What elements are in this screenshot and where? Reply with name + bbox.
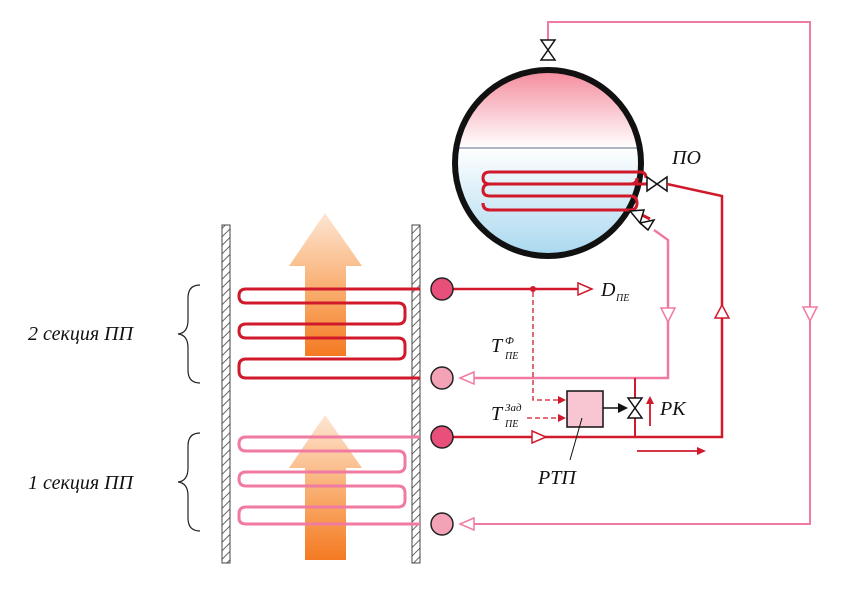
section2-inlet-header xyxy=(430,366,454,390)
rtp-label: РТП xyxy=(537,467,577,489)
svg-text:T: T xyxy=(491,403,504,425)
svg-text:ПЕ: ПЕ xyxy=(615,293,629,304)
po-feed-arrow xyxy=(713,303,731,319)
svg-text:ПЕ: ПЕ xyxy=(504,351,518,362)
po-outlet-valve-icon xyxy=(628,209,656,232)
left-wall xyxy=(221,224,231,564)
section1-inlet-header xyxy=(430,512,454,536)
brace-section2 xyxy=(177,284,201,384)
section2-coil xyxy=(237,287,420,380)
section2-outlet-header xyxy=(430,277,454,301)
gas-flow-arrow-upper xyxy=(289,213,362,356)
svg-text:Ф: Ф xyxy=(505,335,514,347)
svg-text:T: T xyxy=(491,335,504,357)
outer-loop-return-arrow xyxy=(458,516,475,532)
svg-text:ПЕ: ПЕ xyxy=(504,419,518,430)
svg-text:Зад: Зад xyxy=(505,402,522,414)
rtp-controller-box xyxy=(566,390,604,428)
rtp-leader-line xyxy=(569,417,583,461)
t-pe-actual-label: T Ф ПЕ xyxy=(491,335,518,362)
po-label: ПО xyxy=(671,147,701,169)
outer-loop-arrow xyxy=(801,306,819,323)
section1-coil xyxy=(237,435,420,526)
section1-outlet-header xyxy=(430,425,454,449)
actual-temp-signal xyxy=(532,292,562,401)
temperature-sensor-point xyxy=(530,286,536,292)
brace-section1 xyxy=(177,432,201,532)
section1-label: 1 секция ПП xyxy=(28,472,135,494)
section1-entry-arrow xyxy=(531,429,548,445)
section2-label: 2 секция ПП xyxy=(28,323,135,345)
t-pe-setpoint-label: T Зад ПЕ xyxy=(491,402,522,430)
drum-coil-outer xyxy=(481,170,650,186)
d-pe-label: D ПЕ xyxy=(600,279,629,304)
rk-valve-icon xyxy=(626,397,644,419)
drum xyxy=(452,67,644,259)
po-inlet-valve-icon xyxy=(646,175,668,193)
steam-outlet-arrow xyxy=(577,281,594,297)
svg-text:D: D xyxy=(600,279,616,301)
drum-top-valve-icon xyxy=(539,39,557,61)
drum-coil-out xyxy=(481,202,651,221)
right-wall xyxy=(411,224,421,564)
outer-loop-pipe xyxy=(462,21,811,525)
rk-label: РК xyxy=(659,398,687,420)
section2-return-arrow xyxy=(458,370,475,386)
po-return-arrow xyxy=(659,307,677,324)
